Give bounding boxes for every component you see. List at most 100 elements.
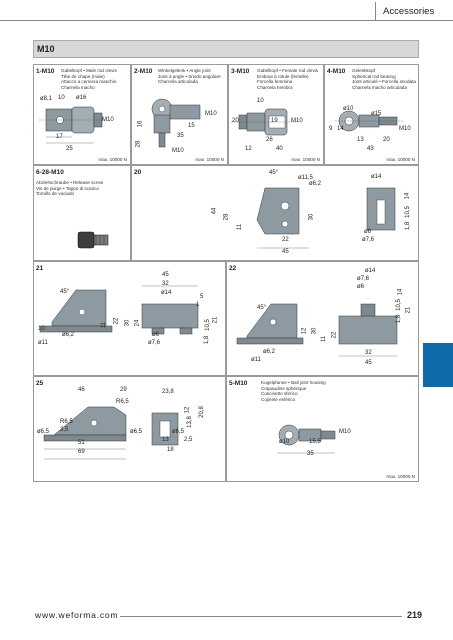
- dim: 14: [404, 192, 411, 200]
- dim: 69: [78, 449, 85, 455]
- max-load: max. 10000 N: [195, 157, 224, 162]
- dim: 17: [56, 134, 63, 140]
- dim: M10: [291, 118, 303, 124]
- dim: 2,5: [184, 437, 193, 443]
- dim: 40: [276, 146, 283, 152]
- dim: 45: [282, 249, 289, 255]
- dim: 35: [307, 451, 314, 457]
- dim: 13: [357, 137, 364, 143]
- dim: ø14: [161, 290, 172, 296]
- dim: 45°: [269, 170, 279, 176]
- header-divider: [375, 2, 376, 21]
- female-clevis-drawing: [231, 108, 297, 136]
- side-tab-marker: [423, 343, 453, 387]
- dim: 45: [365, 360, 372, 366]
- release-screw-drawing: [77, 231, 109, 249]
- section-title: M10: [37, 44, 55, 54]
- dim: 28: [223, 213, 230, 221]
- product-code: 3-M10: [231, 68, 250, 75]
- dim: 13,8: [186, 416, 193, 428]
- dim: ø11,5: [298, 175, 313, 181]
- dim: 26: [266, 137, 273, 143]
- dim: 10: [38, 326, 45, 332]
- header-category: Accessories: [383, 6, 435, 17]
- mounting-plate-25-drawing: [43, 406, 179, 460]
- product-code: 1-M10: [36, 68, 55, 75]
- dim: R6,5: [60, 419, 73, 425]
- dim: ø10: [279, 439, 290, 445]
- footer-rule: [120, 616, 402, 617]
- dim: ø15: [371, 111, 382, 117]
- angle-joint-drawing: [151, 98, 201, 148]
- dim: 12: [245, 146, 252, 152]
- bracket-21-drawing: [39, 285, 199, 335]
- product-code: 5-M10: [229, 380, 248, 387]
- max-load: max. 10000 N: [98, 157, 127, 162]
- dim: 15,5: [309, 439, 321, 445]
- dim: ø6,2: [309, 181, 322, 187]
- dim: 23,8: [162, 389, 174, 395]
- dim: 5: [200, 294, 204, 300]
- dim: 1,8: [204, 335, 211, 345]
- product-code: 20: [134, 169, 142, 176]
- dim: ø10: [343, 106, 354, 112]
- dim: 11: [237, 223, 244, 231]
- dim: 46: [78, 387, 85, 393]
- section-title-bar: M10: [33, 40, 419, 58]
- dim: 3,5: [60, 427, 69, 433]
- dim: 10,5: [204, 319, 211, 331]
- dim: 45°: [257, 305, 267, 311]
- dim: 24: [134, 319, 141, 327]
- dim: ø6: [364, 229, 372, 235]
- dim: ø7,6: [357, 276, 370, 282]
- dim: 13: [162, 437, 169, 443]
- dim: 14: [337, 126, 344, 132]
- dim: 30: [308, 213, 315, 221]
- dim: M10: [339, 429, 351, 435]
- dim: 43: [367, 146, 374, 152]
- dim: ø14: [365, 268, 376, 274]
- max-load: max. 10000 N: [386, 157, 415, 162]
- dim: ø7,6: [148, 340, 161, 346]
- dim: 12: [184, 406, 191, 414]
- dim: ø6,2: [62, 332, 75, 338]
- dim: 20: [232, 118, 239, 124]
- dim: R6,5: [116, 399, 129, 405]
- bracket-22-drawing: [236, 303, 398, 357]
- bracket-20-drawing: [256, 187, 396, 249]
- dim: 19: [271, 118, 278, 124]
- dim: 22: [331, 331, 338, 339]
- footer-website[interactable]: www.weforma.com: [35, 610, 119, 620]
- dim: 18: [167, 447, 174, 453]
- dim: 1,8: [396, 314, 403, 324]
- dim: 32: [365, 350, 372, 356]
- dim: 44: [211, 207, 218, 215]
- footer-page-number: 219: [407, 610, 423, 620]
- dim: ø6,5: [172, 429, 185, 435]
- dim: 21: [405, 306, 412, 314]
- dim: ø6,2: [263, 349, 276, 355]
- spherical-bearing-drawing: [335, 110, 403, 132]
- product-code: 25: [36, 380, 44, 387]
- dim: 22: [282, 237, 289, 243]
- dim: ø7,6: [362, 237, 375, 243]
- dim: 11: [321, 335, 328, 343]
- dim: 29: [120, 387, 127, 393]
- dim: 1,8: [405, 221, 412, 231]
- dim: 16: [137, 120, 144, 128]
- ball-joint-housing-drawing: [277, 424, 336, 454]
- dim: 45°: [60, 289, 70, 295]
- product-20: 20 45° ø11,5 ø6,2 44 28 11 30 22 45 ø14 …: [131, 165, 419, 261]
- dim: M10: [172, 148, 184, 154]
- dim: ø6,5: [130, 429, 143, 435]
- dim: 9: [329, 126, 333, 132]
- dim: ø14: [371, 174, 382, 180]
